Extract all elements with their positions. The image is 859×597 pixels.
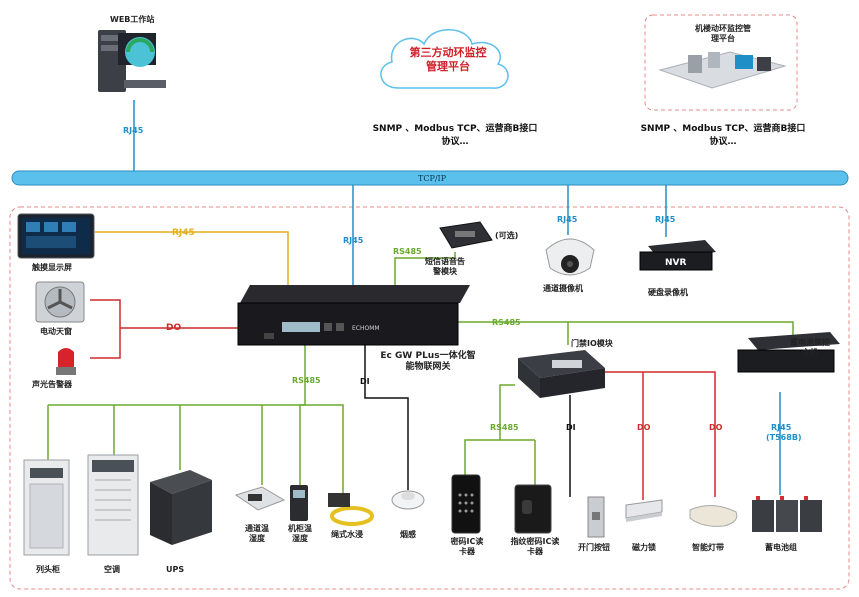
smoke-label: 烟感 bbox=[400, 530, 416, 539]
web-station-label: WEB工作站 bbox=[110, 15, 155, 24]
pwd-reader-label: 密码IC读卡器 bbox=[450, 537, 484, 556]
alarm-label: 声光告警器 bbox=[32, 380, 72, 389]
protocol-right: SNMP 、Modbus TCP、运营商B接口协议… bbox=[640, 124, 806, 147]
password-ic-reader-icon bbox=[451, 474, 481, 534]
smart-light-strip-icon bbox=[689, 505, 738, 527]
do-lock-label: DO bbox=[637, 423, 651, 432]
battery-monitor-host-icon bbox=[737, 332, 840, 373]
sms-module-label: 短信语音告警模块 bbox=[425, 257, 465, 276]
access-module-label: 门禁IO模块 bbox=[571, 339, 613, 348]
aircon-label: 空调 bbox=[104, 565, 120, 574]
di-button-label: DI bbox=[566, 423, 576, 432]
touch-screen-icon bbox=[17, 213, 95, 259]
rj45-nvr-label: RJ45 bbox=[655, 215, 676, 224]
fingerprint-reader-icon bbox=[514, 484, 552, 534]
rj45-camera-label: RJ45 bbox=[557, 215, 578, 224]
water-sensor-label: 绳式水浸 bbox=[331, 530, 363, 539]
t568b-label: (T568B) bbox=[766, 433, 802, 442]
magnetic-lock-icon bbox=[625, 499, 663, 522]
touch-screen-label: 触摸显示屏 bbox=[32, 263, 72, 272]
battery-group-icon bbox=[752, 496, 822, 532]
rs485-readers-label: RS485 bbox=[490, 423, 519, 432]
skylight-label: 电动天窗 bbox=[40, 327, 72, 336]
rack-sensor-label: 机柜温湿度 bbox=[288, 524, 312, 543]
ups-label: UPS bbox=[166, 565, 185, 574]
access-io-module-icon bbox=[518, 350, 605, 398]
light-strip-label: 智能灯带 bbox=[692, 543, 724, 552]
battery-host-label: 蓄电池监控主机 bbox=[790, 338, 830, 357]
sms-alarm-module-icon bbox=[439, 221, 493, 249]
rope-water-leak-sensor-icon bbox=[328, 493, 374, 526]
third-party-platform-label: 第三方动环监控管理平台 bbox=[409, 46, 487, 73]
cabinet-head-icon bbox=[23, 459, 70, 556]
nvr-device-icon bbox=[639, 240, 716, 271]
rack-temp-humidity-sensor-icon bbox=[290, 485, 308, 521]
smoke-detector-icon bbox=[391, 490, 425, 510]
cabinet-head-label: 列头柜 bbox=[36, 565, 60, 574]
air-conditioner-icon bbox=[87, 454, 139, 556]
rs485-sms-label: RS485 bbox=[393, 247, 422, 256]
do-skylight-label: DO bbox=[166, 323, 182, 333]
rj45-gateway-label: RJ45 bbox=[343, 236, 364, 245]
rj45-battery-label: RJ45 bbox=[771, 423, 792, 432]
protocol-left: SNMP 、Modbus TCP、运营商B接口协议… bbox=[372, 124, 538, 147]
finger-reader-label: 指纹密码IC读卡器 bbox=[510, 537, 560, 556]
aisle-sensor-label: 通道温湿度 bbox=[245, 524, 269, 543]
exit-button-icon bbox=[587, 496, 605, 538]
ups-icon bbox=[150, 470, 212, 545]
battery-group-label: 蓄电池组 bbox=[765, 543, 797, 552]
monitor-platform-label: 机楼动环监控管理平台 bbox=[695, 24, 751, 43]
sound-light-alarm-icon bbox=[56, 348, 76, 375]
skylight-fan-icon bbox=[35, 281, 85, 323]
gateway-device-icon bbox=[237, 285, 470, 346]
rs485-right-label: RS485 bbox=[492, 318, 521, 327]
nvr-label: 硬盘录像机 bbox=[648, 288, 688, 297]
datacenter-platform-icon bbox=[658, 51, 787, 89]
gateway-name-label: Ec GW PLus一体化智能物联网关 bbox=[380, 351, 476, 372]
rj45-web-label: RJ45 bbox=[123, 126, 144, 135]
mag-lock-label: 磁力锁 bbox=[632, 543, 656, 552]
door-button-label: 开门按钮 bbox=[578, 543, 610, 552]
camera-label: 通道摄像机 bbox=[543, 284, 583, 293]
di-smoke-label: DI bbox=[360, 377, 370, 386]
optional-label: (可选) bbox=[495, 231, 519, 240]
rs485-down-label: RS485 bbox=[292, 376, 321, 385]
tcp-ip-bus bbox=[11, 170, 849, 186]
monitor-platform-box bbox=[644, 14, 798, 111]
system-boundary bbox=[9, 206, 850, 590]
dome-camera-icon bbox=[545, 238, 595, 276]
rj45-touch-label: RJ45 bbox=[172, 228, 195, 238]
aisle-temp-humidity-sensor-icon bbox=[234, 486, 286, 511]
cloud-icon bbox=[380, 29, 509, 89]
nvr-device-text: NVR bbox=[665, 258, 686, 268]
tcp-ip-label: TCP/IP bbox=[418, 174, 447, 183]
do-light-label: DO bbox=[709, 423, 723, 432]
workstation-icon bbox=[98, 30, 166, 92]
gateway-brand: ECHOMM bbox=[352, 325, 380, 332]
